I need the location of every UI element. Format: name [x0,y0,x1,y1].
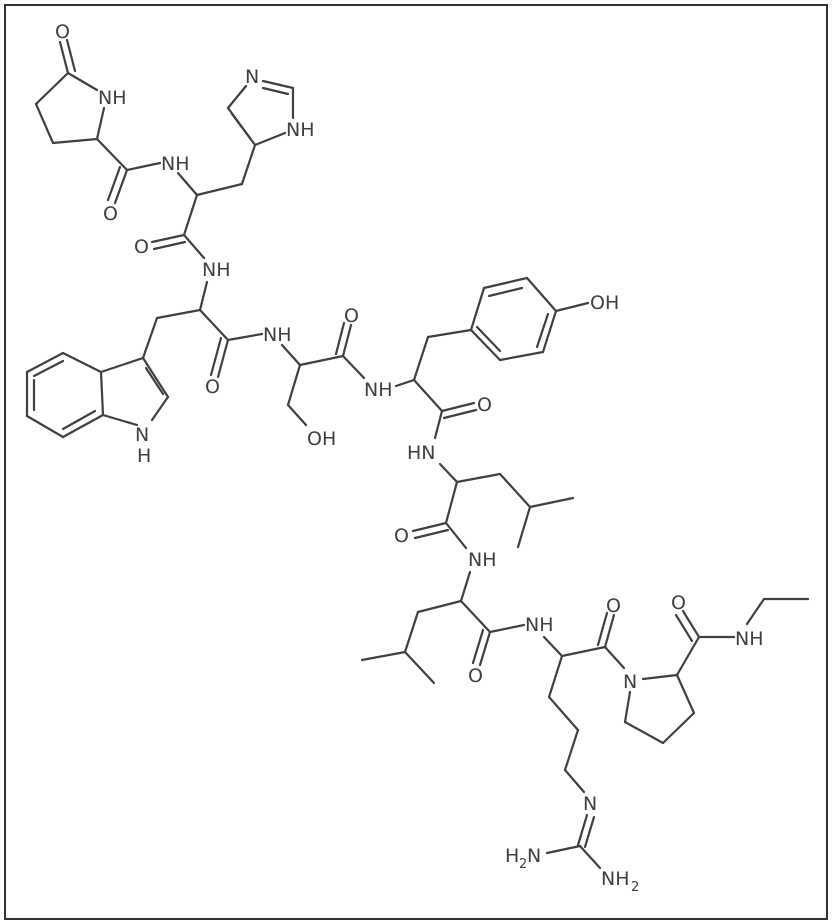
serine-residue: NH OH O [263,305,366,450]
carbonyl-oxygen-label: O [477,394,492,416]
imidazole-n-label: N [245,66,259,88]
phenol-oh-label: OH [590,292,619,314]
amide-nh-label: NH [468,549,497,571]
svg-text:2: 2 [519,857,527,872]
guanidine-nh2-right-label: NH 2 [601,868,639,895]
guanidine-n-label: N [583,793,597,815]
svg-text:2: 2 [631,880,639,895]
amide-nh-label: NH [202,259,231,281]
indole-n-label: N [135,424,149,446]
guanidine-nh2-left-label: H 2 N [505,845,541,872]
figure-frame [4,4,828,920]
svg-text:H: H [505,845,519,867]
amide-nh-label: NH [735,628,764,650]
carbonyl-oxygen-label: O [205,376,220,398]
ring-nh-label: NH [98,87,127,109]
svg-text:N: N [527,845,541,867]
arginine-residue: NH O N H 2 N NH 2 [505,595,639,895]
amide-nh-label: NH [525,614,554,636]
amide-nh-label: NH [364,379,393,401]
leucine-1-residue: HN O [394,442,575,550]
carbonyl-oxygen-label: O [134,236,149,258]
ring-oxygen-label: O [55,21,70,43]
amide-nh-label: NH [161,153,190,175]
carbonyl-oxygen-label: O [468,665,483,687]
histidine-residue: NH N NH O [134,66,315,260]
carbonyl-oxygen-label: O [344,305,359,327]
carbonyl-oxygen-label: O [394,525,409,547]
tyrosine-residue: NH OH O [364,276,619,440]
hydroxyl-label: OH [307,428,336,450]
carbonyl-oxygen-label: O [671,592,686,614]
proline-residue: N O [623,592,736,745]
carbonyl-oxygen-label: O [103,203,118,225]
imidazole-nh-label: NH [286,119,315,141]
ethylamide-terminus: NH [735,597,810,650]
amide-nh-label: NH [263,324,292,346]
leucine-2-residue: NH O [360,549,526,687]
tryptophan-residue: NH N H O [25,259,264,467]
svg-text:NH: NH [601,868,630,890]
indole-h-label: H [137,445,151,467]
proline-n-label: N [623,671,637,693]
pyroglutamate-residue: O NH O [34,21,162,225]
amide-hn-label: HN [407,442,436,464]
carbonyl-oxygen-label: O [606,595,621,617]
